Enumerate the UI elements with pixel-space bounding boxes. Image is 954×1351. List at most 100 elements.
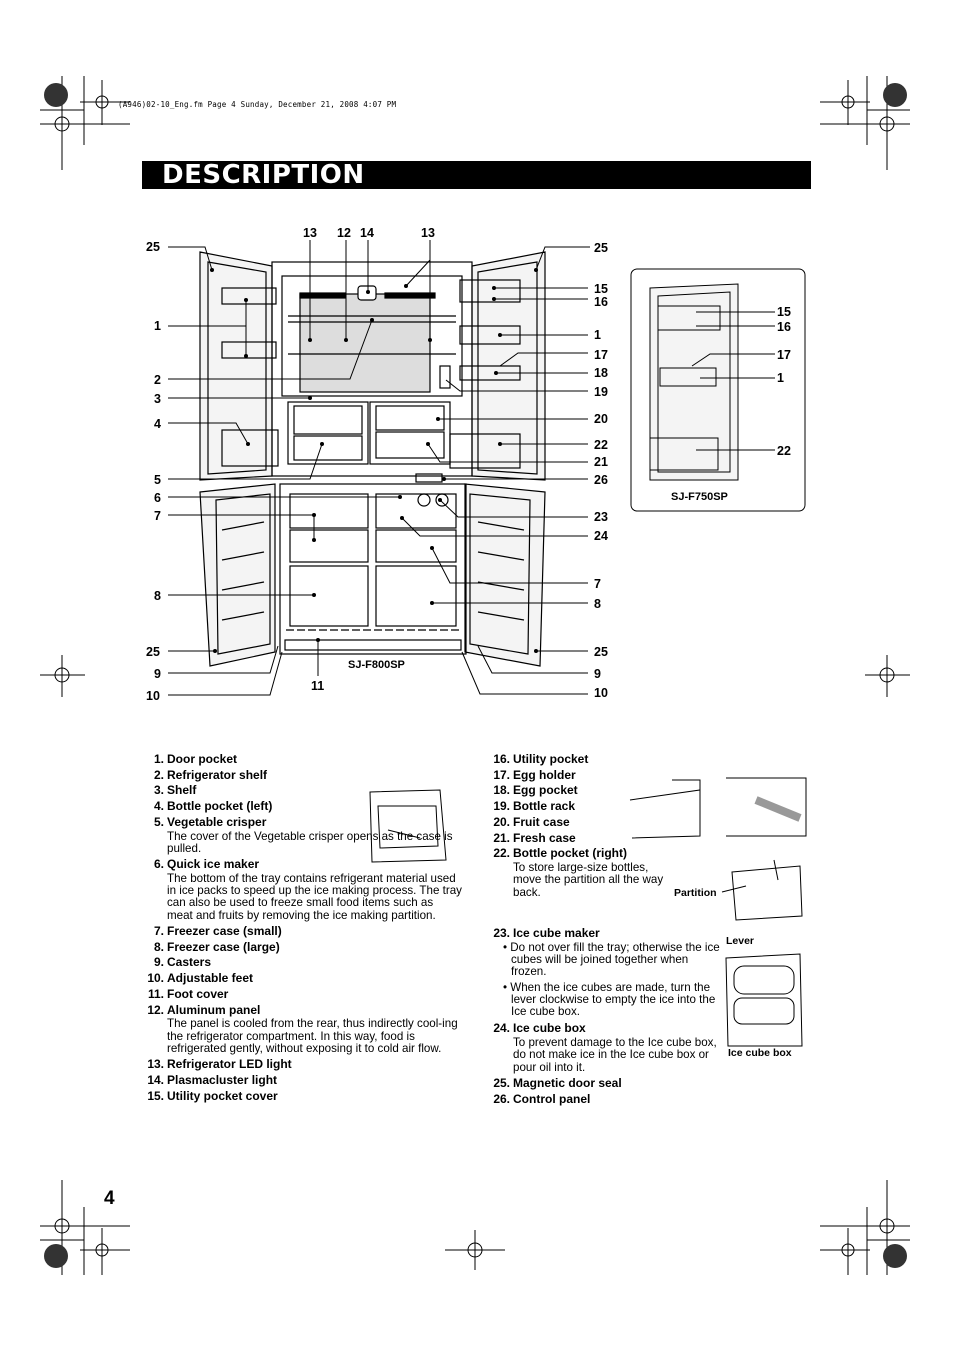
part-name: Shelf [167, 783, 197, 798]
callout-7: 7 [154, 509, 161, 523]
callout-8: 8 [594, 597, 601, 611]
part-name: Aluminum panel [167, 1002, 261, 1017]
part-item: 5.Vegetable crisper [142, 815, 462, 831]
part-number: 26. [493, 1091, 510, 1106]
part-name: Ice cube box [513, 1021, 586, 1036]
inset-callout-22: 22 [777, 444, 791, 458]
callout-4: 4 [154, 417, 161, 431]
part-item: 24.Ice cube box [488, 1021, 720, 1037]
part-number: 19. [493, 799, 510, 814]
part-number: 21. [493, 830, 510, 845]
inset-callout-16: 16 [777, 320, 791, 334]
callout-25: 25 [146, 645, 160, 659]
part-number: 1. [153, 752, 164, 766]
callout-3: 3 [154, 392, 161, 406]
inset-callout-15: 15 [777, 305, 791, 319]
part-name: Freezer case (large) [167, 939, 280, 954]
part-name: Egg pocket [513, 783, 578, 798]
callout-1: 1 [594, 328, 601, 342]
part-name: Vegetable crisper [167, 814, 267, 829]
part-item: 7.Freezer case (small) [142, 924, 462, 940]
part-number: 16. [493, 752, 510, 766]
part-description: The bottom of the tray contains refriger… [167, 871, 462, 922]
part-item: 11.Foot cover [142, 987, 462, 1003]
file-header: (A946)02-10_Eng.fm Page 4 Sunday, Decemb… [118, 100, 397, 109]
callout-9: 9 [594, 667, 601, 681]
part-item: 9.Casters [142, 955, 462, 971]
ice-cube-box-label: Ice cube box [728, 1047, 792, 1059]
part-item: 6.Quick ice maker [142, 857, 462, 873]
part-name: Utility pocket cover [167, 1088, 278, 1103]
part-number: 11. [147, 986, 164, 1001]
part-item: 22.Bottle pocket (right) [488, 846, 678, 862]
callout-25: 25 [594, 241, 608, 255]
part-number: 10. [147, 971, 164, 986]
model-label-inset: SJ-F750SP [671, 491, 728, 503]
part-item: 10.Adjustable feet [142, 971, 462, 987]
part-item: 16.Utility pocket [488, 752, 678, 768]
part-item: 17.Egg holder [488, 768, 678, 784]
part-name: Egg holder [513, 767, 576, 782]
part-name: Adjustable feet [167, 971, 254, 986]
inset-callout-1: 1 [777, 371, 784, 385]
part-item: 14.Plasmacluster light [142, 1073, 462, 1089]
callout-1: 1 [154, 319, 161, 333]
part-number: 25. [493, 1076, 510, 1091]
part-item: 12.Aluminum panel [142, 1003, 462, 1019]
part-name: Foot cover [167, 986, 229, 1001]
part-item: 1.Door pocket [142, 752, 462, 768]
part-item: 3.Shelf [142, 783, 462, 799]
part-name: Magnetic door seal [513, 1076, 622, 1091]
part-number: 7. [153, 924, 164, 938]
callout-23: 23 [594, 510, 608, 524]
part-item: 26.Control panel [488, 1092, 720, 1108]
callout-6: 6 [154, 491, 161, 505]
callout-5: 5 [154, 473, 161, 487]
part-item: 19.Bottle rack [488, 799, 678, 815]
part-name: Quick ice maker [167, 857, 260, 872]
part-number: 5. [153, 814, 164, 829]
callout-22: 22 [594, 438, 608, 452]
section-title-bar: DESCRIPTION [142, 161, 811, 190]
callout-2: 2 [154, 373, 161, 387]
part-item: 21.Fresh case [488, 831, 678, 847]
part-number: 13. [147, 1057, 164, 1072]
callout-18: 18 [594, 366, 608, 380]
part-number: 22. [493, 846, 510, 861]
part-name: Refrigerator LED light [167, 1057, 292, 1072]
part-name: Ice cube maker [513, 926, 600, 940]
callout-11: 11 [311, 679, 325, 693]
part-number: 20. [493, 814, 510, 829]
part-name: Freezer case (small) [167, 924, 282, 938]
part-number: 2. [153, 767, 164, 782]
part-description: To store large-size bottles, move the pa… [513, 860, 664, 899]
part-name: Bottle rack [513, 799, 576, 814]
callout-10: 10 [594, 686, 608, 700]
part-item: 2.Refrigerator shelf [142, 768, 462, 784]
callout-12: 12 [337, 226, 351, 240]
callout-14: 14 [360, 226, 374, 240]
part-item: 18.Egg pocket [488, 783, 678, 799]
part-item: 20.Fruit case [488, 815, 678, 831]
callout-19: 19 [594, 385, 608, 399]
part-bullet: • Do not over fill the tray; otherwise t… [503, 940, 720, 979]
callout-13: 13 [303, 226, 317, 240]
part-name: Utility pocket [513, 752, 589, 766]
part-name: Casters [167, 955, 212, 970]
part-item: 23.Ice cube maker [488, 926, 720, 942]
part-item: 4.Bottle pocket (left) [142, 799, 462, 815]
callout-21: 21 [594, 455, 608, 469]
part-number: 15. [147, 1088, 164, 1103]
callout-7: 7 [594, 577, 601, 591]
part-number: 8. [153, 939, 164, 954]
model-label-main: SJ-F800SP [348, 659, 405, 671]
lever-label: Lever [726, 935, 755, 947]
callout-9: 9 [154, 667, 161, 681]
part-item: 15.Utility pocket cover [142, 1089, 462, 1105]
part-number: 23. [493, 926, 510, 940]
callout-17: 17 [594, 348, 608, 362]
part-number: 17. [493, 767, 510, 782]
part-number: 14. [147, 1072, 164, 1087]
